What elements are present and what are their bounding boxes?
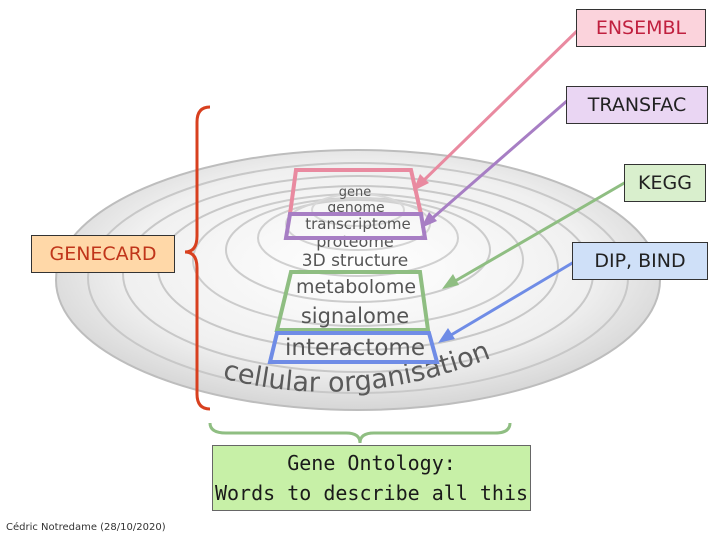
label-transcriptome: transcriptome [305, 215, 411, 233]
transfac-arrow [427, 98, 569, 224]
label-3d-structure: 3D structure [302, 251, 408, 271]
transfac-label: TRANSFAC [587, 94, 687, 116]
pointer-arrows [413, 28, 627, 343]
kegg-arrowhead [442, 274, 459, 289]
author-credit: Cédric Notredame (28/10/2020) [6, 522, 166, 533]
dip-bind-box: DIP, BIND [572, 242, 708, 280]
gene-ontology-title: Gene Ontology: [287, 451, 456, 475]
level-frames [267, 168, 440, 364]
kegg-arrow [449, 180, 627, 286]
kegg-frame [274, 270, 431, 332]
transfac-arrowhead [421, 212, 437, 228]
transfac-box: TRANSFAC [566, 86, 708, 124]
kegg-box: KEGG [624, 164, 706, 202]
genecard-brace [184, 105, 211, 411]
dip-bind-frame [267, 331, 440, 364]
label-interactome: interactome [285, 335, 425, 361]
ensembl-arrowhead [413, 174, 429, 191]
genecard-box: GENECARD [31, 235, 175, 273]
gene-ontology-box: Gene Ontology: Words to describe all thi… [212, 445, 531, 511]
dip-bind-arrowhead [438, 328, 455, 343]
label-signalome: signalome [301, 304, 409, 328]
transfac-frame [283, 212, 428, 240]
ensembl-box: ENSEMBL [576, 9, 706, 47]
label-proteome: proteome [316, 232, 394, 251]
concentric-disc [55, 149, 661, 411]
label-gene: gene [339, 185, 372, 200]
kegg-label: KEGG [638, 172, 692, 194]
genecard-label: GENECARD [49, 243, 157, 265]
gene-ontology-subtitle: Words to describe all this [214, 481, 529, 505]
dip-bind-arrow [445, 260, 575, 340]
dip-bind-label: DIP, BIND [594, 250, 686, 272]
label-metabolome: metabolome [296, 276, 416, 298]
ensembl-arrow [418, 28, 580, 186]
ensembl-label: ENSEMBL [595, 17, 687, 39]
ontology-brace [208, 422, 512, 444]
